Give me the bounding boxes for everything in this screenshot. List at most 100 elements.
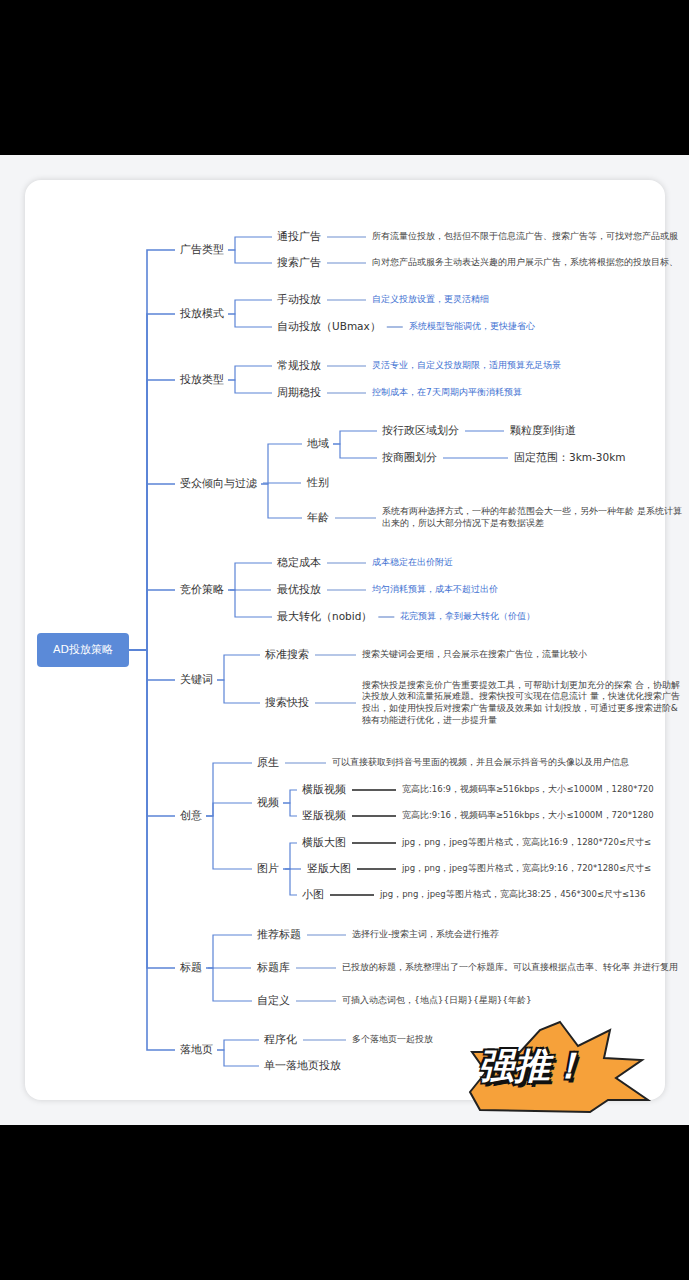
topic-label: 横版大图 bbox=[300, 835, 348, 851]
branch-line bbox=[283, 803, 297, 816]
node-text: 通投广告 bbox=[277, 230, 321, 244]
node-text: 程序化 bbox=[264, 1033, 297, 1047]
node-text: 推荐标题 bbox=[257, 928, 301, 942]
node-text: 控制成本，在7天周期内平衡消耗预算 bbox=[372, 387, 522, 399]
node-text: 标题库 bbox=[257, 961, 290, 975]
branch-line bbox=[352, 842, 396, 844]
topic-label: 搜索快投 bbox=[263, 695, 311, 711]
topic-label: 常规投放 bbox=[275, 358, 323, 374]
node-text: 横版视频 bbox=[302, 783, 346, 797]
node-text: 宽高比:16:9，视频码率≥516kbps，大小≤1000M，1280*720 bbox=[402, 784, 654, 795]
node-text: jpg，png，jpeg等图片格式，宽高比38:25，456*300≤尺寸≤13… bbox=[380, 889, 645, 900]
node-text: 小图 bbox=[302, 888, 324, 902]
node-text: 单一落地页投放 bbox=[264, 1059, 341, 1073]
branch-line bbox=[352, 789, 396, 791]
branch-label: 标题 bbox=[178, 960, 204, 976]
branch-line bbox=[228, 300, 272, 314]
note-text: 所有流量位投放，包括但不限于信息流广告、搜索广告等，可找对您产品或服 bbox=[370, 230, 680, 244]
note-text: 已投放的标题，系统整理出了一个标题库。可以直接根据点击率、转化率 并进行复用 bbox=[340, 961, 680, 975]
spec-text: jpg，png，jpeg等图片格式，宽高比9:16，720*1280≤尺寸≤ bbox=[400, 862, 653, 875]
branch-line bbox=[465, 430, 504, 431]
topic-label: 周期稳投 bbox=[275, 385, 323, 401]
branch-label: 投放模式 bbox=[178, 306, 226, 322]
node-text: jpg，png，jpeg等图片格式，宽高比9:16，720*1280≤尺寸≤ bbox=[402, 863, 651, 874]
branch-label: 落地页 bbox=[178, 1042, 215, 1058]
topic-label: 搜索广告 bbox=[275, 255, 323, 271]
node-text: 所有流量位投放，包括但不限于信息流广告、搜索广告等，可找对您产品或服 bbox=[372, 231, 678, 243]
branch-line bbox=[327, 365, 366, 366]
branch-line bbox=[261, 484, 302, 518]
topic-label: 最大转化（nobid） bbox=[275, 609, 374, 625]
branch-line bbox=[208, 967, 251, 968]
node-text: 向对您产品或服务主动表达兴趣的用户展示广告，系统将根据您的投放目标、 bbox=[372, 257, 678, 269]
note-text: 多个落地页一起投放 bbox=[350, 1033, 435, 1047]
node-text: 性别 bbox=[307, 476, 329, 490]
node-text: 宽高比:9:16，视频码率≥516kbps，大小≤1000M，720*1280 bbox=[402, 810, 654, 821]
node-text: 地域 bbox=[307, 437, 329, 451]
note-text: 搜索快投是搜索竞价广告重要提效工具，可帮助计划更加充分的探索 合，协助解决投放人… bbox=[360, 679, 688, 728]
branch-line bbox=[327, 392, 366, 393]
node-text: 已投放的标题，系统整理出了一个标题库。可以直接根据点击率、转化率 并进行复用 bbox=[342, 962, 678, 974]
branch-line bbox=[357, 868, 396, 870]
node-text: 竖版大图 bbox=[307, 862, 351, 876]
branch-line bbox=[327, 236, 366, 237]
node-text: 按行政区域划分 bbox=[382, 424, 459, 438]
node-text: 投放类型 bbox=[180, 373, 224, 387]
branch-line bbox=[283, 869, 297, 895]
node-text: 受众倾向与过滤 bbox=[180, 477, 257, 491]
branch-line bbox=[129, 250, 175, 650]
node-text: jpg，png，jpeg等图片格式，宽高比16:9，1280*720≤尺寸≤ bbox=[402, 837, 651, 848]
topic-label: 原生 bbox=[255, 755, 281, 771]
node-text: 视频 bbox=[257, 796, 279, 810]
sticker-star bbox=[470, 1022, 648, 1112]
note-text: 系统有两种选择方式，一种的年龄范围会大一些，另外一种年龄 是系统计算出来的，所以… bbox=[380, 505, 688, 530]
branch-line bbox=[327, 299, 366, 300]
topic-label: 年龄 bbox=[305, 510, 331, 526]
spec-text: 宽高比:16:9，视频码率≥516kbps，大小≤1000M，1280*720 bbox=[400, 783, 656, 796]
branch-line bbox=[378, 616, 394, 617]
node-text: 固定范围：3km-30km bbox=[514, 451, 625, 465]
node-text: 投放模式 bbox=[180, 307, 224, 321]
note-text: 可插入动态词包，{地点}{日期}{星期}{年龄} bbox=[340, 994, 534, 1008]
note-text: 选择行业-搜索主词，系统会进行推荐 bbox=[350, 928, 501, 942]
branch-label: 竞价策略 bbox=[178, 582, 226, 598]
node-text: 稳定成本 bbox=[277, 556, 321, 570]
topic-label: 标准搜索 bbox=[263, 647, 311, 663]
node-text: 原生 bbox=[257, 756, 279, 770]
branch-line bbox=[387, 326, 403, 327]
node-text: 自定义投放设置，更灵活精细 bbox=[372, 294, 489, 306]
branch-line bbox=[129, 650, 175, 1050]
topic-label: 手动投放 bbox=[275, 292, 323, 308]
branch-line bbox=[303, 1039, 346, 1040]
node-text: 标准搜索 bbox=[265, 648, 309, 662]
topic-label: 竖版视频 bbox=[300, 808, 348, 824]
topic-label: 稳定成本 bbox=[275, 555, 323, 571]
branch-line bbox=[228, 590, 272, 617]
node-text: 广告类型 bbox=[180, 243, 224, 257]
topic-label: 视频 bbox=[255, 795, 281, 811]
node-text: 横版大图 bbox=[302, 836, 346, 850]
node-text: 系统模型智能调优，更快捷省心 bbox=[409, 321, 535, 333]
node-text: 搜索广告 bbox=[277, 256, 321, 270]
branch-line bbox=[129, 650, 175, 680]
node-text: AD投放策略 bbox=[37, 643, 129, 657]
note-text: 花完预算，拿到最大转化（价值） bbox=[398, 610, 537, 624]
node-text: 可插入动态词包，{地点}{日期}{星期}{年龄} bbox=[342, 995, 532, 1007]
branch-line bbox=[217, 1040, 259, 1050]
topic-label: 地域 bbox=[305, 436, 331, 452]
branch-line bbox=[228, 250, 272, 263]
note-text: 成本稳定在出价附近 bbox=[370, 556, 455, 570]
node-text: 常规投放 bbox=[277, 359, 321, 373]
branch-line bbox=[285, 762, 326, 763]
node-text: 成本稳定在出价附近 bbox=[372, 557, 453, 569]
node-text: 自定义 bbox=[257, 994, 290, 1008]
branch-line bbox=[330, 894, 374, 896]
branch-line bbox=[129, 590, 175, 650]
spec-text: 宽高比:9:16，视频码率≥516kbps，大小≤1000M，720*1280 bbox=[400, 809, 656, 822]
note-text: 向对您产品或服务主动表达兴趣的用户展示广告，系统将根据您的投放目标、 bbox=[370, 256, 680, 270]
note-text: 灵活专业，自定义投放期限，适用预算充足场景 bbox=[370, 359, 563, 373]
note-text: 控制成本，在7天周期内平衡消耗预算 bbox=[370, 386, 524, 400]
node-text: 花完预算，拿到最大转化（价值） bbox=[400, 611, 535, 623]
branch-line bbox=[228, 366, 272, 380]
topic-label: 横版视频 bbox=[300, 782, 348, 798]
